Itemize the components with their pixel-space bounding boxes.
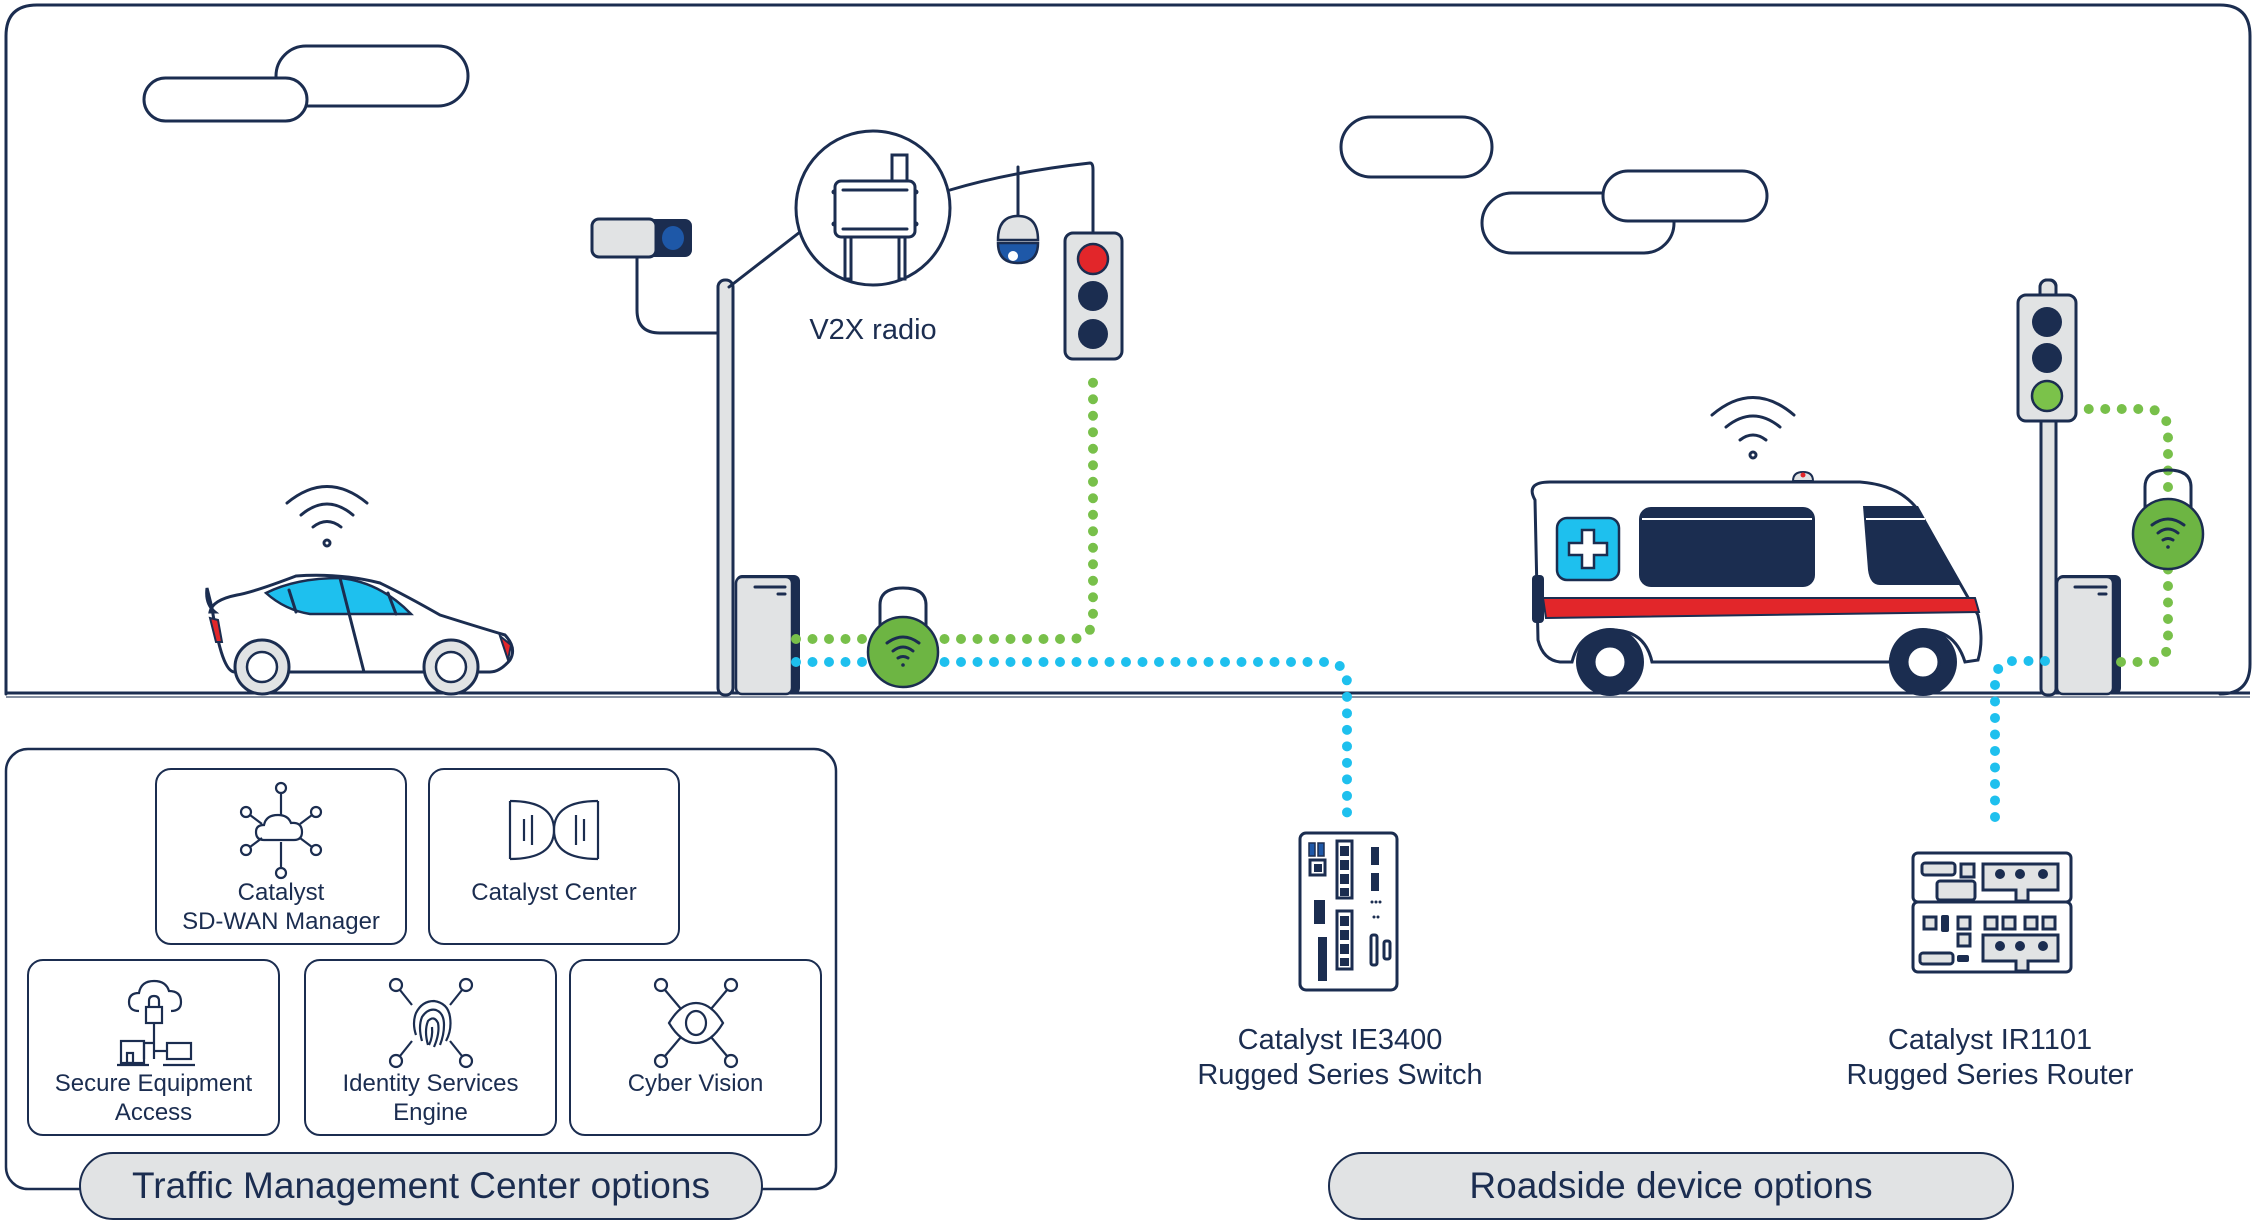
scene-frame bbox=[4, 3, 2252, 696]
option-card-sd-wan-manager[interactable]: Catalyst SD-WAN Manager bbox=[155, 768, 407, 945]
wifi-lock-icon bbox=[866, 586, 940, 689]
option-label-line1: Catalyst Center bbox=[471, 879, 637, 906]
traffic-camera-icon bbox=[996, 165, 1040, 265]
option-label-catalyst-center: Catalyst Center bbox=[430, 878, 678, 907]
blue-link-switch bbox=[791, 657, 1352, 827]
option-label-sd-wan-manager: Catalyst SD-WAN Manager bbox=[157, 878, 405, 937]
roadside-options-pill[interactable]: Roadside device options bbox=[1328, 1152, 2014, 1220]
traffic-light-green bbox=[2016, 293, 2078, 423]
option-card-secure-equipment-access[interactable]: Secure Equipment Access bbox=[27, 959, 280, 1136]
option-label-secure-equipment-access: Secure Equipment Access bbox=[29, 1069, 278, 1128]
ir1101-label: Catalyst IR1101 Rugged Series Router bbox=[1780, 1023, 2200, 1094]
v2x-radio-icon bbox=[794, 129, 1095, 287]
car-icon bbox=[205, 485, 515, 696]
road-ground-line bbox=[6, 691, 2250, 698]
ie3400-switch-icon bbox=[1298, 831, 1399, 992]
device-label-line1: Catalyst IE3400 bbox=[1237, 1024, 1443, 1056]
cloud-network-icon bbox=[239, 781, 323, 880]
wifi-lock-icon-right bbox=[2131, 468, 2205, 571]
option-card-catalyst-center[interactable]: Catalyst Center bbox=[428, 768, 680, 945]
v2x-radio-label: V2X radio bbox=[809, 314, 937, 346]
option-label-line1: Secure Equipment bbox=[54, 1070, 253, 1097]
dna-icon bbox=[508, 799, 600, 861]
pole-left bbox=[716, 230, 802, 697]
green-link-traffic-light-1 bbox=[791, 363, 1098, 644]
option-card-cyber-vision[interactable]: Cyber Vision bbox=[569, 959, 822, 1136]
ie3400-label: Catalyst IE3400 Rugged Series Switch bbox=[1130, 1023, 1550, 1094]
option-label-cyber-vision: Cyber Vision bbox=[571, 1069, 820, 1098]
option-label-line2: Access bbox=[114, 1099, 193, 1127]
option-label-line1: Catalyst bbox=[237, 879, 325, 906]
option-label-line2: SD-WAN Manager bbox=[182, 908, 380, 936]
ambulance-icon bbox=[1530, 396, 1983, 696]
option-label-line2: Engine bbox=[393, 1099, 468, 1127]
blue-link-router bbox=[1990, 656, 2050, 827]
ambulance-wifi-icon bbox=[1710, 396, 1796, 460]
option-label-line1: Identity Services bbox=[342, 1070, 519, 1097]
cloud-right-double bbox=[1480, 169, 1769, 255]
street-sign bbox=[590, 217, 720, 335]
eye-network-icon bbox=[653, 977, 738, 1069]
option-label-identity-services-engine: Identity Services Engine bbox=[306, 1069, 555, 1128]
option-card-identity-services-engine[interactable]: Identity Services Engine bbox=[304, 959, 557, 1136]
option-label-line1: Cyber Vision bbox=[627, 1070, 764, 1097]
roadside-cabinet-right bbox=[2055, 575, 2121, 696]
cloud-right-single bbox=[1339, 115, 1494, 179]
tmc-options-pill[interactable]: Traffic Management Center options bbox=[79, 1152, 763, 1220]
device-label-line2: Rugged Series Router bbox=[1846, 1059, 2134, 1092]
device-label-line2: Rugged Series Switch bbox=[1197, 1059, 1483, 1092]
roadside-cabinet-left bbox=[734, 575, 800, 696]
secure-access-icon bbox=[116, 979, 195, 1067]
ir1101-router-icon bbox=[1911, 851, 2073, 974]
car-wifi-icon bbox=[285, 485, 369, 548]
cloud-left bbox=[142, 44, 470, 123]
traffic-light-red bbox=[1063, 231, 1124, 361]
device-label-line1: Catalyst IR1101 bbox=[1887, 1024, 2093, 1056]
fingerprint-icon bbox=[388, 977, 473, 1069]
